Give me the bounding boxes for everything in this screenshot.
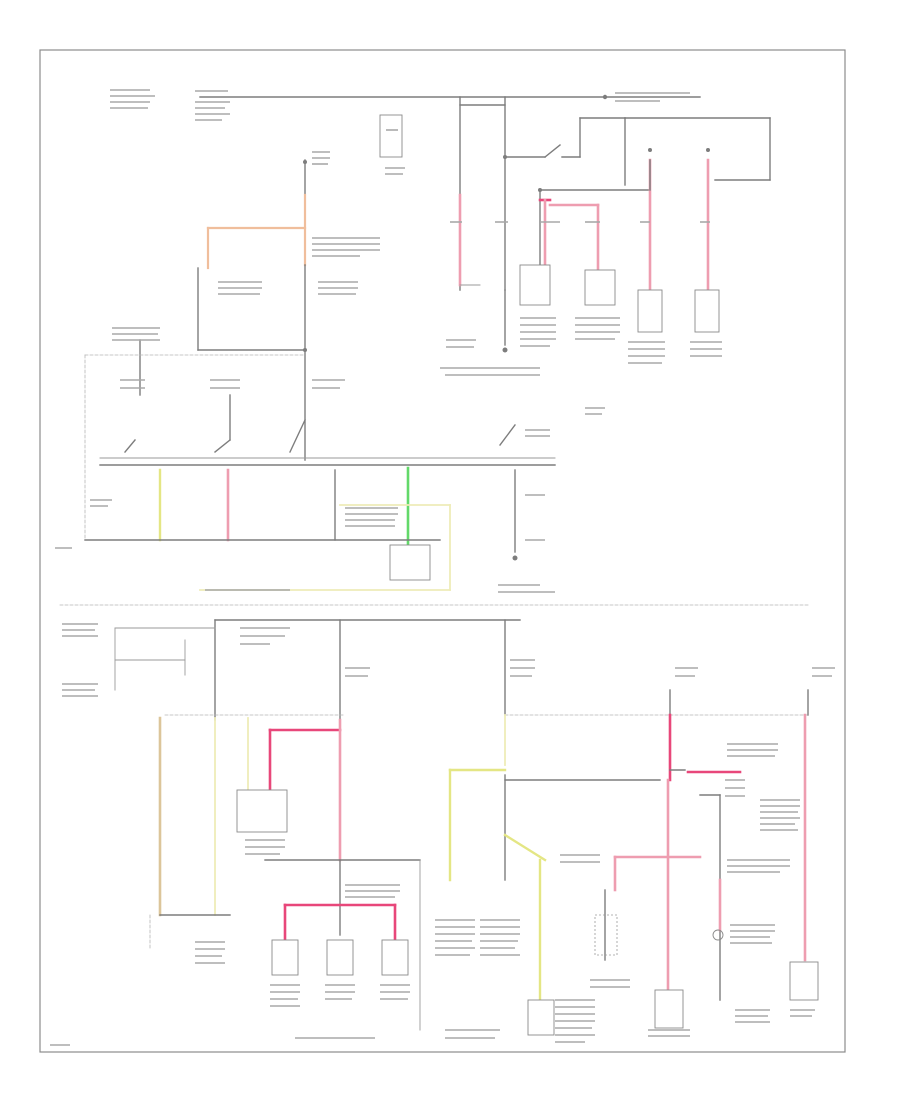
center-yellow-feeds xyxy=(448,714,661,1036)
illegible-labels xyxy=(50,89,835,1046)
right-lower-wires xyxy=(594,689,819,1029)
component-top-4 xyxy=(584,269,616,306)
switch-output-wires xyxy=(84,466,518,591)
pink-feeds-top xyxy=(458,148,710,292)
ground-drop-top xyxy=(459,284,508,353)
lower-main-bus xyxy=(114,619,811,721)
relay-top-right xyxy=(503,117,771,186)
left-lower-wires xyxy=(149,716,421,1031)
component-top-3 xyxy=(519,264,551,306)
ignition-switch xyxy=(84,339,556,541)
component-top-1 xyxy=(637,289,663,333)
component-top-2 xyxy=(694,289,720,333)
solenoid-group xyxy=(271,859,409,976)
component-top-5 xyxy=(379,114,403,158)
diagram-frame xyxy=(39,49,846,1053)
fuse-block-left xyxy=(197,159,307,461)
